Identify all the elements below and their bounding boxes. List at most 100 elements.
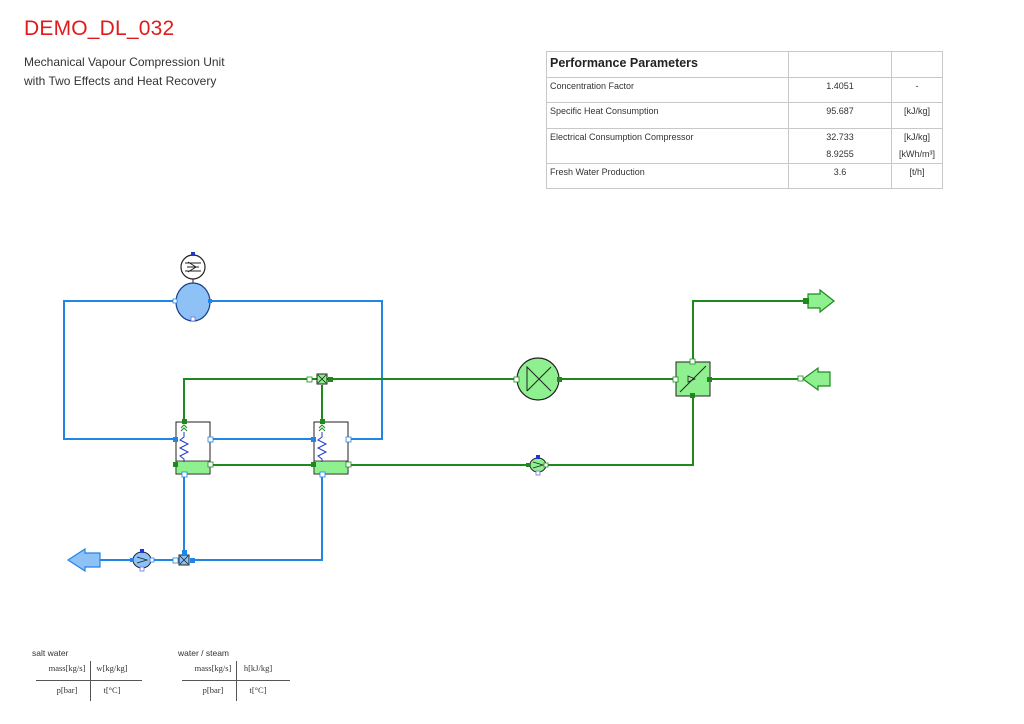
legend-enthalpy: h[kJ/kg] <box>243 663 273 673</box>
port-icon <box>345 436 352 443</box>
subtitle-line-2: with Two Effects and Heat Recovery <box>24 74 217 88</box>
legend-salt-water: salt water mass[kg/s] w[kg/kg] p[bar] t[… <box>30 648 150 708</box>
port-icon <box>208 299 212 303</box>
vessel-shell[interactable] <box>175 282 211 322</box>
pump-arrow-icon <box>532 461 545 469</box>
param-value: 95.687 <box>826 106 854 116</box>
param-value: 3.6 <box>833 167 847 177</box>
effect-2-evaporator[interactable] <box>311 419 352 478</box>
vapour-compressor[interactable] <box>513 357 562 401</box>
port-icon <box>328 377 333 382</box>
steam-header-line <box>183 378 516 422</box>
steam-splitter[interactable] <box>306 373 333 385</box>
legend-concentration: w[kg/kg] <box>96 663 128 673</box>
chevron-down-icon <box>318 424 326 432</box>
port-icon <box>182 419 187 424</box>
port-icon <box>173 462 178 467</box>
mixer-cross-icon <box>179 555 189 565</box>
port-icon <box>172 557 179 564</box>
effect-1-condensate-zone <box>175 460 211 475</box>
legend-temperature: t[°C] <box>103 685 121 695</box>
legend-water-steam: water / steam mass[kg/s] h[kJ/kg] p[bar]… <box>178 648 298 708</box>
port-icon <box>690 393 695 398</box>
effect-1-evaporator[interactable] <box>173 419 214 478</box>
port-icon <box>191 252 195 256</box>
heater-zigzag-icon <box>187 261 197 273</box>
legend-pressure: p[bar] <box>56 685 78 695</box>
legend-hline <box>36 680 142 681</box>
param-label: Specific Heat Consumption <box>550 106 659 116</box>
splitter-cross-icon <box>317 374 327 384</box>
port-icon <box>311 437 316 442</box>
hx-to-outlet-line <box>692 300 808 362</box>
port-icon <box>140 549 144 553</box>
brine-outlet-arrow[interactable] <box>66 547 101 573</box>
param-label: Concentration Factor <box>550 81 635 91</box>
table-row: Concentration Factor 1.4051 - <box>547 78 942 103</box>
legend-vline <box>236 661 237 701</box>
port-icon <box>182 550 187 555</box>
effect-2-coil-icon <box>316 432 328 462</box>
water-steam-lines <box>176 300 808 466</box>
pump-arrow-icon <box>136 556 149 564</box>
port-icon <box>311 462 316 467</box>
port-icon <box>797 375 804 382</box>
salt-loop-left <box>63 300 176 440</box>
table-divider <box>891 52 892 188</box>
param-value: 32.733 <box>826 132 854 142</box>
param-label: Fresh Water Production <box>550 167 645 177</box>
brine-pump[interactable] <box>130 549 155 572</box>
salt-water-vessel[interactable] <box>172 282 212 322</box>
performance-table: Performance Parameters Concentration Fac… <box>546 51 943 189</box>
legend-mass: mass[kg/s] <box>194 663 232 673</box>
table-row: Electrical Consumption Compressor 32.733… <box>547 129 942 164</box>
port-icon <box>172 298 178 304</box>
legend-pressure: p[bar] <box>202 685 224 695</box>
heater-unit[interactable] <box>180 252 206 284</box>
fresh-water-outlet-arrow[interactable] <box>803 288 835 314</box>
port-icon <box>139 566 145 572</box>
arrow-left-icon[interactable] <box>66 547 101 573</box>
param-unit: [kJ/kg] <box>903 106 930 116</box>
condensate-pump[interactable] <box>526 455 549 476</box>
port-icon <box>557 377 562 382</box>
param-label: Electrical Consumption Compressor <box>550 132 694 142</box>
brine-mixer[interactable] <box>172 550 195 566</box>
table-header-row: Performance Parameters <box>547 52 942 78</box>
port-icon <box>689 358 696 365</box>
legend-mass: mass[kg/s] <box>48 663 86 673</box>
heater-coil-icon <box>185 262 201 272</box>
page-title: DEMO_DL_032 <box>24 17 175 40</box>
subtitle-line-1: Mechanical Vapour Compression Unit <box>24 55 225 69</box>
cooling-water-inlet-arrow[interactable] <box>797 366 831 392</box>
legend-vline <box>90 661 91 701</box>
port-icon <box>149 557 155 563</box>
line-node <box>381 464 383 466</box>
port-icon <box>803 298 809 304</box>
table-heading: Performance Parameters <box>550 56 698 70</box>
port-icon <box>173 437 178 442</box>
port-icon <box>207 436 214 443</box>
port-icon <box>320 419 325 424</box>
table-divider <box>788 52 789 188</box>
chevron-down-icon <box>180 424 188 432</box>
heat-recovery-exchanger[interactable] <box>672 358 712 398</box>
port-icon <box>345 461 352 468</box>
port-icon <box>535 470 541 476</box>
port-icon <box>543 462 549 468</box>
legend-title: water / steam <box>178 648 230 658</box>
port-icon <box>207 461 214 468</box>
port-icon <box>672 376 679 383</box>
compressor-body[interactable] <box>516 357 560 401</box>
port-icon <box>190 558 195 563</box>
param-unit-2: [kWh/m³] <box>899 149 935 159</box>
arrow-left-icon[interactable] <box>801 366 831 392</box>
table-row: Fresh Water Production 3.6 [t/h] <box>547 164 942 188</box>
param-value: 1.4051 <box>826 81 854 91</box>
heat-exchanger-arrow-icon <box>687 375 697 383</box>
effect-2-condensate-zone <box>313 460 349 475</box>
arrow-right-icon[interactable] <box>807 288 835 314</box>
param-unit: [kJ/kg] <box>903 132 930 142</box>
port-icon <box>526 463 530 467</box>
